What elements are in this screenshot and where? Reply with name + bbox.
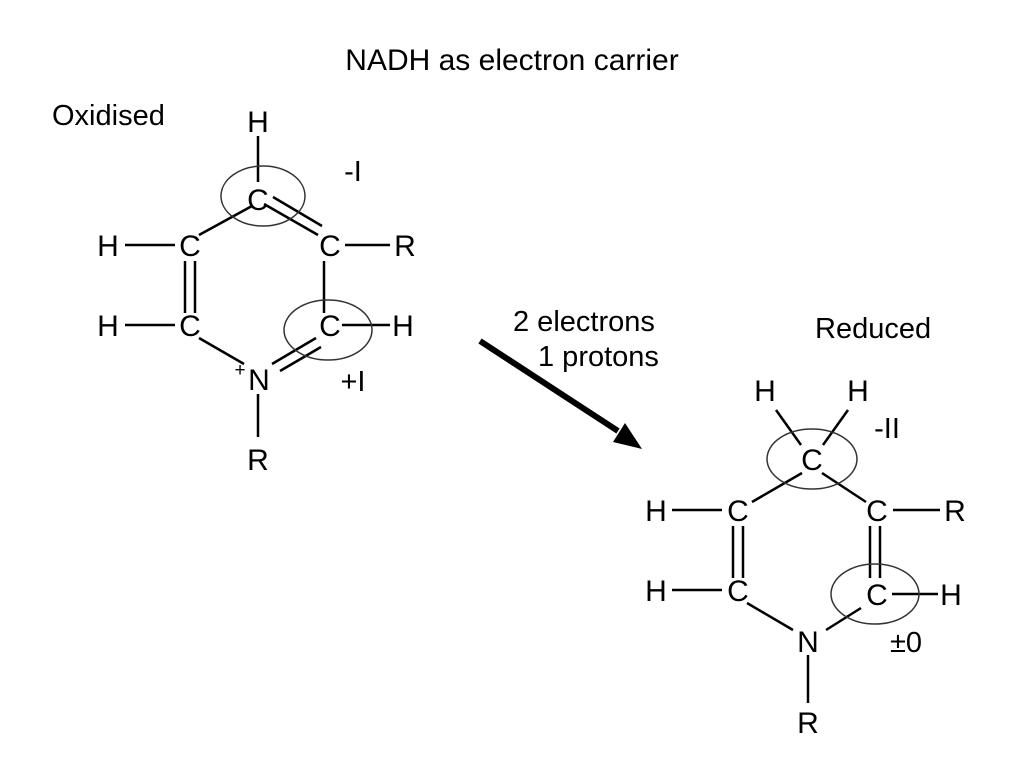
reduced-atom-r-bottom: R: [797, 707, 819, 740]
bond-crightlower-n: [825, 606, 862, 632]
oxidised-state-right: +I: [341, 366, 366, 398]
reduced-atom-h-left-lower: H: [645, 575, 667, 608]
reaction-arrow: [478, 338, 642, 449]
oxidised-atom-c-right-upper: C: [319, 230, 341, 263]
arrow-head: [613, 423, 642, 449]
reduced-atom-c-top: C: [801, 444, 823, 477]
transfer-line-2: 1 protons: [538, 341, 659, 373]
oxidised-atom-h-top: H: [247, 106, 269, 139]
oxidised-highlight-right: [283, 299, 373, 361]
bond-crightlower-n-b: [279, 345, 322, 373]
oxidised-label: Oxidised: [52, 100, 165, 132]
bond-hr-ctop: [821, 409, 850, 446]
bond-cleftlower-n: [746, 601, 794, 632]
bond-ctop-crightupper: [821, 471, 867, 504]
bond-ctop-crightupper-b: [272, 195, 323, 228]
oxidised-state-top: -I: [344, 156, 362, 188]
reduced-highlight-right: [830, 563, 920, 625]
diagram-title: NADH as electron carrier: [345, 44, 678, 77]
reduced-atom-c-right-upper: C: [866, 495, 888, 528]
reduced-molecule: Reduced H H C H C C R H C C H N R -: [645, 313, 966, 740]
bond-hl-ctop: [774, 409, 803, 446]
oxidised-atom-h-right-lower: H: [392, 310, 414, 343]
bond-crightlower-n-a: [271, 336, 317, 366]
oxidised-atom-h-left-lower: H: [97, 310, 119, 343]
reduced-atom-r-right: R: [944, 495, 966, 528]
arrow-shaft: [478, 338, 620, 434]
bond-cleftlower-n: [198, 336, 245, 366]
reduced-atom-c-right-lower: C: [866, 579, 888, 612]
oxidised-n-charge: +: [234, 360, 245, 381]
oxidised-highlight-top: [220, 165, 306, 227]
reduced-state-right: ±0: [890, 627, 922, 659]
oxidised-atom-c-left-upper: C: [179, 230, 201, 263]
oxidised-atom-n: N: [248, 364, 270, 397]
reduced-atom-c-left-upper: C: [727, 495, 749, 528]
reduced-atom-h-top-left: H: [754, 375, 776, 408]
bond-ctop-crightupper-a: [263, 202, 319, 237]
reduced-highlight-top: [766, 428, 858, 490]
bond-ctop-cleftupper: [198, 204, 253, 237]
oxidised-atom-c-right-lower: C: [319, 310, 341, 343]
reduced-atom-c-left-lower: C: [727, 575, 749, 608]
transfer-line-1: 2 electrons: [513, 306, 655, 338]
reduced-label: Reduced: [815, 313, 931, 345]
reduced-atom-h-top-right: H: [847, 375, 869, 408]
oxidised-atom-c-top: C: [247, 184, 269, 217]
oxidised-atom-r-right: R: [394, 230, 416, 263]
bond-ctop-cleftupper: [751, 471, 803, 504]
reduced-atom-n: N: [797, 626, 819, 659]
reduced-atom-h-left-upper: H: [645, 495, 667, 528]
oxidised-molecule: Oxidised H C H C C R H C C H + N R: [52, 100, 416, 477]
reduced-atom-h-right-lower: H: [940, 579, 962, 612]
reduced-state-top: -II: [874, 413, 900, 445]
oxidised-atom-r-bottom: R: [247, 444, 269, 477]
oxidised-atom-h-left-upper: H: [97, 230, 119, 263]
oxidised-atom-c-left-lower: C: [179, 310, 201, 343]
